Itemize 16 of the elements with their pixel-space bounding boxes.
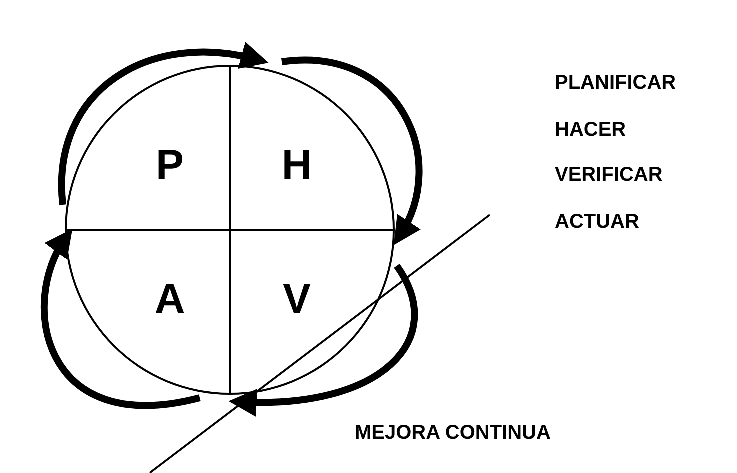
phase-label: VERIFICAR — [555, 163, 663, 188]
phase-label: PLANIFICAR — [555, 71, 676, 96]
curved-arrow — [282, 56, 423, 246]
quadrant-letter: H — [282, 144, 312, 186]
curved-arrow — [228, 264, 418, 416]
circle-quadrant — [65, 65, 230, 230]
quadrant-letter: A — [154, 278, 186, 320]
circle-quadrant — [230, 65, 395, 230]
phase-label: HACER — [555, 118, 626, 143]
phase-label: MEJORA CONTINUA — [355, 421, 551, 446]
phase-label: ACTUAR — [555, 210, 640, 235]
circle-quadrant — [230, 230, 395, 395]
quadrant-letter: V — [283, 278, 311, 320]
circle-quadrant — [65, 230, 230, 395]
quadrant-letter: P — [156, 144, 184, 186]
curved-arrow — [41, 228, 201, 409]
